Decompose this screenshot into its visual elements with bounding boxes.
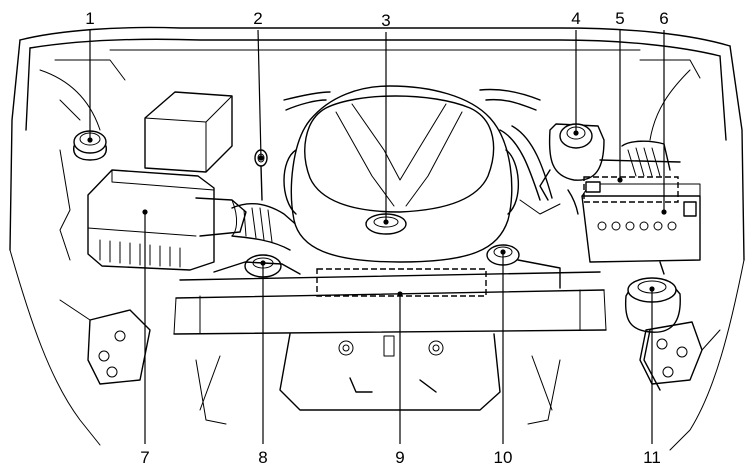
callout-1: 1 [85, 9, 94, 28]
callout-9: 9 [395, 448, 404, 467]
callout-7: 7 [140, 448, 149, 467]
callout-4: 4 [571, 9, 580, 28]
leader-lines [89, 29, 665, 444]
callout-5: 5 [615, 9, 624, 28]
callout-3: 3 [381, 11, 390, 30]
left-strut-mount [87, 309, 151, 385]
air-cleaner [87, 169, 247, 271]
battery [567, 181, 701, 263]
radiator-support [173, 271, 607, 335]
fusible-link-dashed-area [583, 176, 679, 203]
callout-2: 2 [253, 9, 262, 28]
leader-endpoints [87, 130, 667, 297]
callout-10: 10 [494, 448, 513, 467]
intake-duct [231, 203, 301, 251]
callout-11: 11 [643, 448, 661, 467]
radiator-cap [213, 254, 301, 278]
hood-frame [9, 26, 745, 451]
engine-cover [283, 85, 520, 263]
fusible-link-harness [599, 140, 681, 177]
coolant-reservoir-cap [486, 244, 561, 289]
relay-box [144, 91, 233, 173]
right-strut-mount [639, 321, 703, 385]
callout-6: 6 [659, 9, 668, 28]
callout-8: 8 [258, 448, 267, 467]
